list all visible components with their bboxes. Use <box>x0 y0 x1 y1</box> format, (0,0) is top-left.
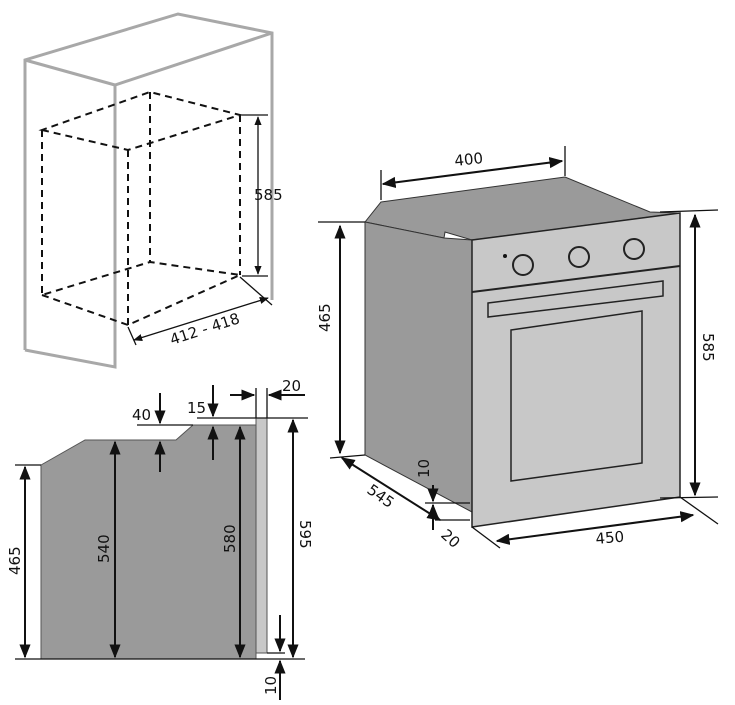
label-400: 400 <box>454 149 484 170</box>
width-450-dimension <box>495 511 695 545</box>
cabinet-width-dimension <box>133 296 269 342</box>
door-window <box>510 310 643 482</box>
indicator-light-icon <box>503 254 507 258</box>
cabinet-width-label: 412 - 418 <box>168 309 242 348</box>
label-465: 465 <box>6 546 24 575</box>
label-450: 450 <box>595 528 625 548</box>
label-10: 10 <box>262 676 280 695</box>
label-20: 20 <box>437 526 463 552</box>
label-20: 20 <box>282 377 301 395</box>
front-panel-profile <box>255 417 268 654</box>
control-strip-divider <box>471 265 681 293</box>
label-585: 585 <box>699 333 717 362</box>
knob-1-icon <box>512 254 534 276</box>
knob-3-icon <box>623 238 645 260</box>
label-10: 10 <box>415 459 433 478</box>
label-545: 545 <box>364 481 398 512</box>
label-595: 595 <box>296 520 314 549</box>
knob-2-icon <box>568 246 590 268</box>
label-40: 40 <box>132 406 151 424</box>
label-580: 580 <box>221 524 239 553</box>
label-465: 465 <box>316 303 334 332</box>
cabinet-niche: 585 412 - 418 <box>23 12 283 369</box>
oven-side-view: 40 15 20 465 540 580 595 10 <box>6 377 314 700</box>
door-handle <box>487 280 664 318</box>
control-knobs <box>512 238 645 276</box>
label-540: 540 <box>95 534 113 563</box>
cabinet-height-label: 585 <box>254 186 283 204</box>
niche-dashed-outline <box>38 90 244 327</box>
oven-perspective-view: 400 465 585 545 10 20 450 <box>316 146 719 552</box>
label-15: 15 <box>187 399 206 417</box>
cabinet-frame <box>23 12 274 369</box>
width-400-dimension <box>381 157 564 188</box>
depth-545-dimension <box>340 457 442 521</box>
